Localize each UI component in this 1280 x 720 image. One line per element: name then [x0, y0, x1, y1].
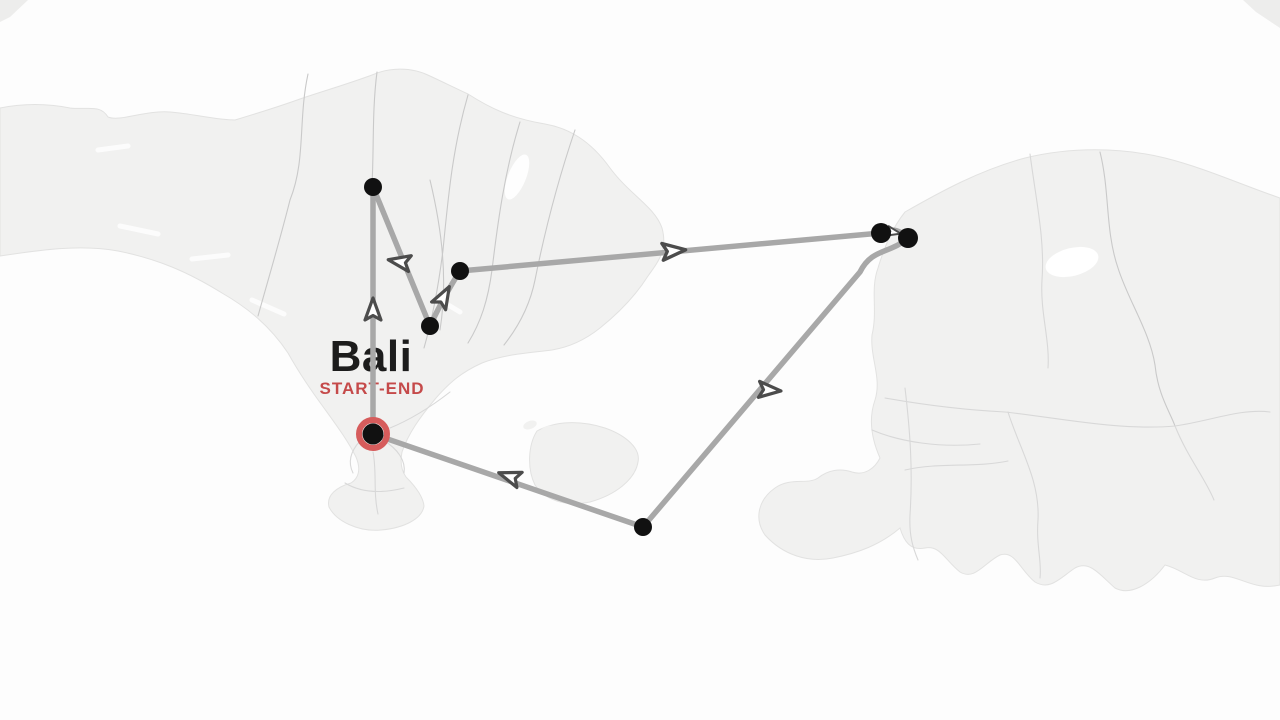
terrain-glint — [249, 297, 287, 317]
lombok-road — [871, 429, 981, 446]
lombok-road — [904, 460, 1009, 471]
bali-region-border — [429, 179, 445, 331]
lombok-region-border — [1099, 151, 1176, 427]
lombok-road — [1029, 153, 1049, 369]
route-direction-arrow-7 — [497, 470, 524, 490]
waypoint-central-east — [451, 262, 469, 280]
route-direction-arrow-1 — [363, 296, 383, 322]
start-end-marker — [362, 423, 384, 445]
route-direction-arrow-4 — [660, 241, 688, 262]
route-layer — [356, 178, 918, 536]
waypoint-north — [364, 178, 382, 196]
waypoint-lombok-east — [898, 228, 918, 248]
route-direction-arrow-3 — [430, 285, 451, 312]
terrain-glint — [117, 223, 161, 237]
bali-region-border — [257, 73, 309, 317]
terrain-glint — [189, 252, 231, 262]
island-fragment-topleft — [0, 0, 28, 22]
terrain-glint — [95, 143, 131, 153]
bali-mountain-glint — [504, 154, 530, 200]
lombok-road — [904, 387, 919, 561]
lombok-road — [1007, 411, 1041, 579]
bali-region-border — [371, 71, 378, 185]
bali-road — [349, 440, 361, 474]
waypoint-south-sea — [634, 518, 652, 536]
waypoint-lombok-west — [871, 223, 891, 243]
bali-island — [0, 68, 665, 531]
island-fragment-topright — [1243, 0, 1280, 28]
route-direction-arrow-2 — [386, 254, 413, 274]
lombok-island — [758, 149, 1280, 592]
lombok-crater-lake — [1045, 246, 1099, 278]
boundaries-layer — [257, 71, 1271, 579]
bali-region-border — [467, 121, 521, 344]
nusa-lembongan-islet — [523, 420, 537, 430]
nusa-penida-island — [529, 422, 639, 505]
lombok-road — [1174, 425, 1215, 501]
bali-region-border — [503, 129, 576, 346]
lombok-road — [884, 397, 1271, 428]
waypoint-central — [421, 317, 439, 335]
landmass-layer — [0, 0, 1280, 592]
bali-road — [344, 482, 405, 492]
nusa-ceningan-islet — [540, 425, 556, 435]
route-direction-arrow-6 — [756, 379, 783, 399]
bali-road — [372, 451, 379, 515]
bali-road — [389, 391, 451, 429]
start-end-marker-ring — [356, 417, 390, 451]
